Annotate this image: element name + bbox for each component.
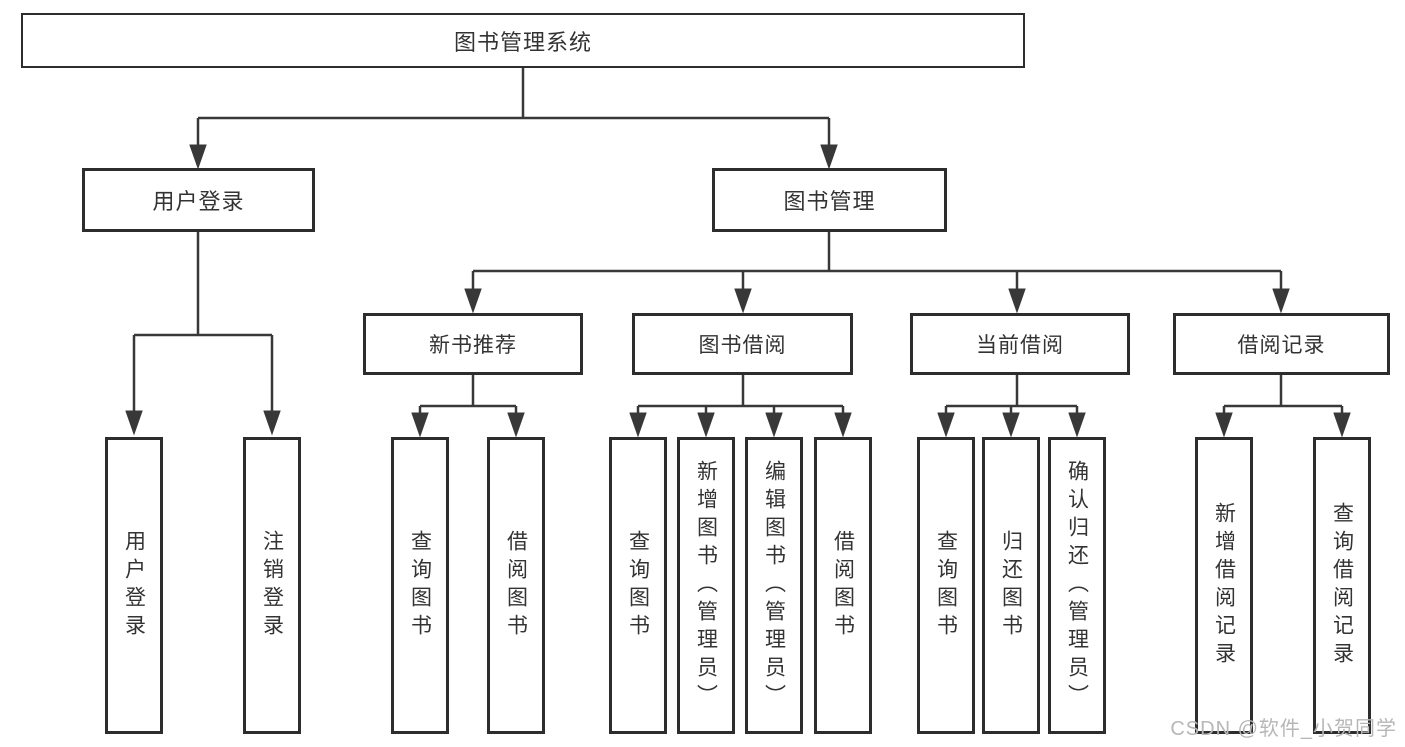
leaf-label: 归还图书 <box>999 529 1023 642</box>
node-book-borrow: 图书借阅 <box>632 313 853 375</box>
leaf-label: 编辑图书（管理员） <box>762 459 786 712</box>
node-label: 图书管理 <box>783 189 876 214</box>
node-new-book-recommend: 新书推荐 <box>363 313 583 375</box>
leaf-label: 注销登录 <box>260 529 284 642</box>
node-label: 当前借阅 <box>976 334 1064 357</box>
csdn-watermark: CSDN @软件_小贺同学 <box>1170 718 1397 740</box>
leaf-borrow-books: 借阅图书 <box>487 437 545 734</box>
node-label: 图书借阅 <box>698 334 787 357</box>
leaf-add-books-admin: 新增图书（管理员） <box>677 437 735 734</box>
leaf-query-books: 查询图书 <box>391 437 449 734</box>
leaf-borrow-books: 借阅图书 <box>814 437 872 734</box>
leaf-edit-books-admin: 编辑图书（管理员） <box>745 437 803 734</box>
leaf-add-borrow-record: 新增借阅记录 <box>1195 437 1253 734</box>
leaf-label: 借阅图书 <box>831 529 855 642</box>
leaf-confirm-return-admin: 确认归还（管理员） <box>1048 437 1106 734</box>
node-label: 新书推荐 <box>429 334 517 357</box>
leaf-label: 用户登录 <box>122 529 146 642</box>
leaf-label: 查询借阅记录 <box>1330 501 1354 670</box>
node-current-borrow: 当前借阅 <box>910 313 1130 375</box>
node-label: 借阅记录 <box>1237 334 1326 357</box>
node-library-management-system: 图书管理系统 <box>21 13 1025 68</box>
leaf-label: 新增图书（管理员） <box>694 459 718 712</box>
leaf-query-books: 查询图书 <box>609 437 667 734</box>
node-label: 图书管理系统 <box>453 29 592 55</box>
leaf-query-borrow-record: 查询借阅记录 <box>1313 437 1371 734</box>
leaf-label: 新增借阅记录 <box>1212 501 1236 670</box>
node-user-login: 用户登录 <box>82 168 315 232</box>
node-label: 用户登录 <box>152 189 245 214</box>
node-borrow-records: 借阅记录 <box>1173 313 1390 375</box>
leaf-return-books: 归还图书 <box>982 437 1040 734</box>
leaf-label: 查询图书 <box>408 529 432 642</box>
leaf-logout-login: 注销登录 <box>243 437 301 734</box>
leaf-label: 确认归还（管理员） <box>1065 459 1089 712</box>
leaf-label: 查询图书 <box>626 529 650 642</box>
leaf-label: 查询图书 <box>934 529 958 642</box>
node-book-management: 图书管理 <box>712 168 947 232</box>
leaf-label: 借阅图书 <box>504 529 528 642</box>
leaf-query-books: 查询图书 <box>917 437 975 734</box>
leaf-user-login: 用户登录 <box>105 437 163 734</box>
